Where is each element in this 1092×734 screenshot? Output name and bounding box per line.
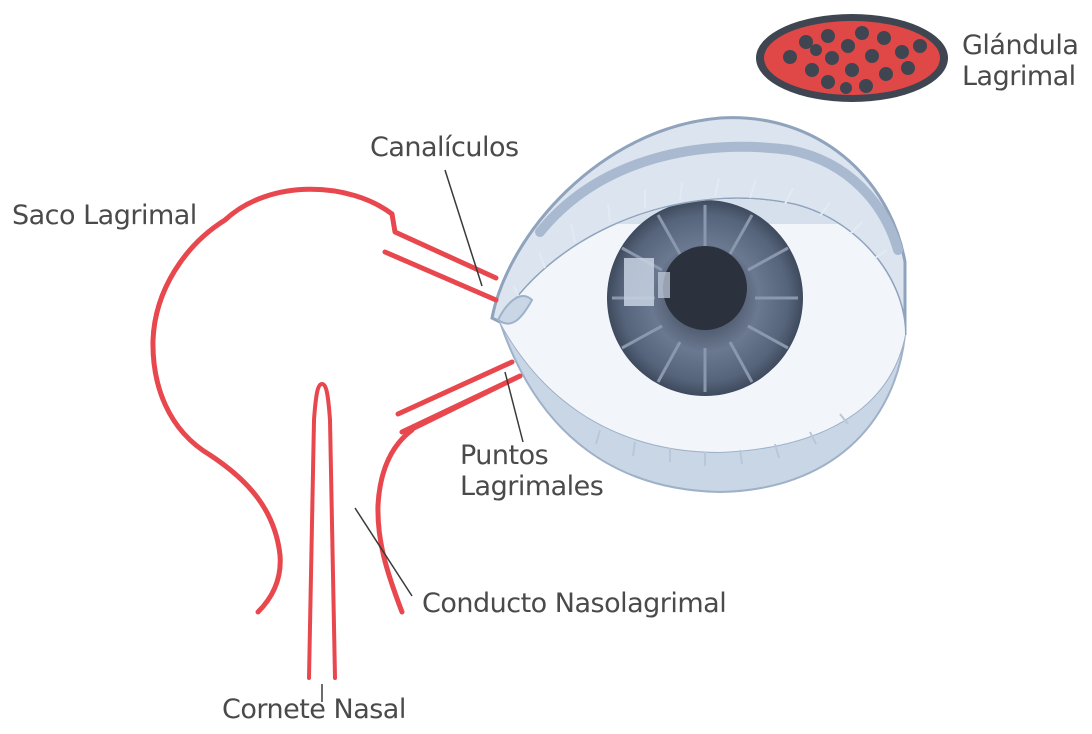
cornete-nasal-label: Cornete Nasal	[222, 694, 406, 725]
puntos-leader	[505, 372, 523, 442]
nasal-concha	[309, 384, 335, 678]
eye-highlight	[624, 258, 654, 306]
leader-lines	[322, 170, 523, 702]
lacrimal-sac-outline	[153, 189, 392, 612]
conducto-leader	[355, 508, 412, 596]
puntos-label-line2: Lagrimales	[460, 471, 603, 502]
puntos-label-line1: Puntos	[460, 440, 603, 471]
canaliculos-leader	[445, 170, 482, 286]
gland-label-line1: Glándula	[962, 30, 1078, 61]
canaliculos-label: Canalículos	[370, 132, 519, 163]
saco-lagrimal-label: Saco Lagrimal	[12, 200, 197, 231]
puntos-lagrimales-label: Puntos Lagrimales	[460, 440, 603, 502]
pupil	[663, 246, 747, 330]
eye	[492, 118, 910, 492]
conducto-nasolagrimal-label: Conducto Nasolagrimal	[422, 588, 726, 619]
gland-label-line2: Lagrimal	[962, 61, 1078, 92]
gland-label: Glándula Lagrimal	[962, 30, 1078, 92]
nasolacrimal-duct-wall	[378, 430, 412, 612]
upper-canaliculus-a	[392, 214, 496, 278]
lacrimal-gland	[756, 14, 948, 102]
